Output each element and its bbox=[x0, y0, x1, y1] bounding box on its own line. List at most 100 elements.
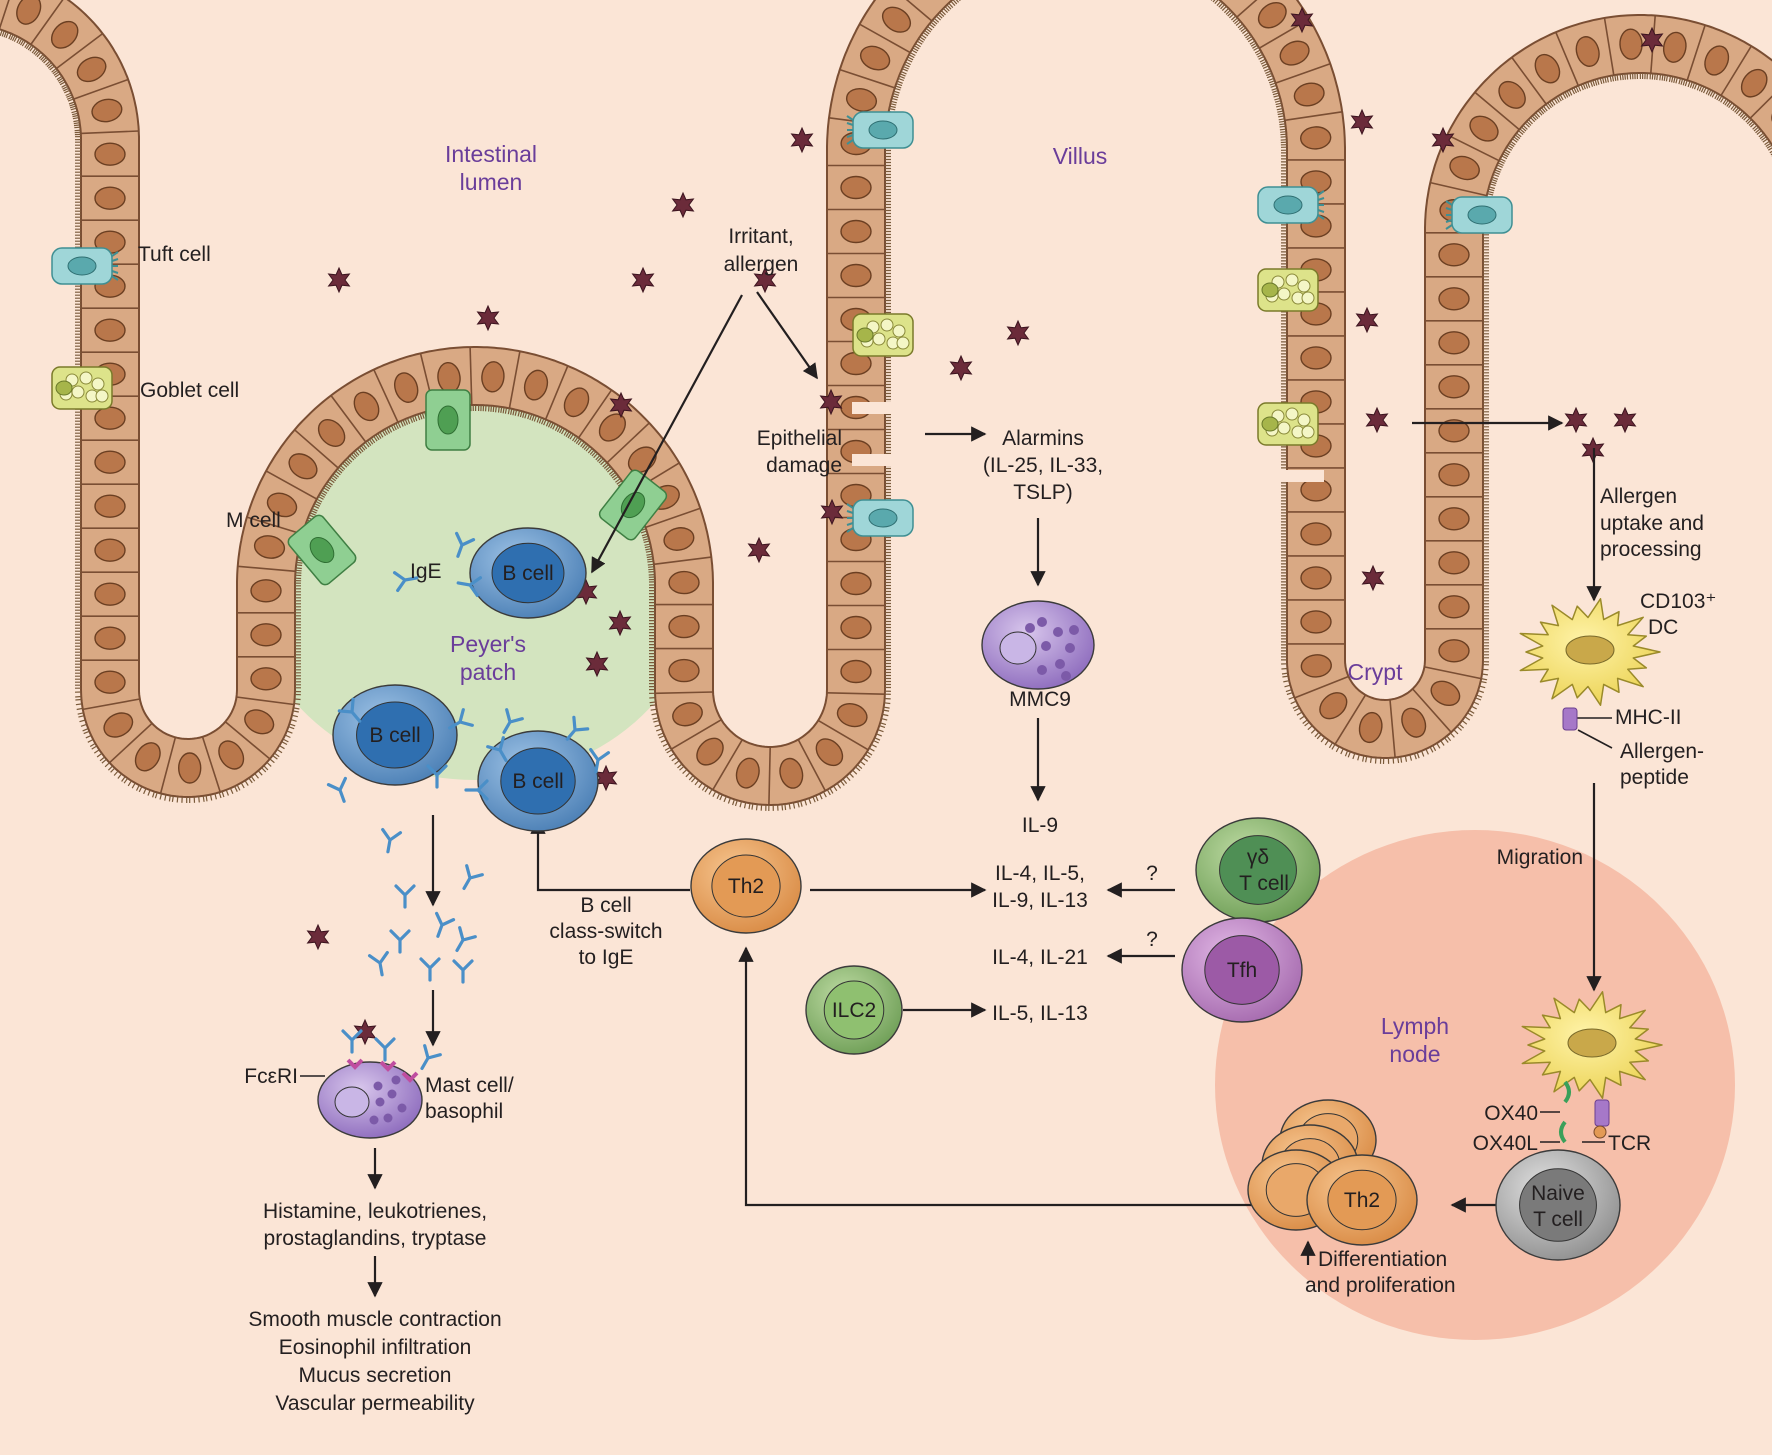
b-cell-1-label: B cell bbox=[369, 724, 420, 747]
mast-cell-label-2: basophil bbox=[425, 1100, 503, 1123]
goblet-cell-villus-right-1 bbox=[1257, 268, 1319, 312]
tfh-cell: Tfh bbox=[1181, 917, 1303, 1023]
tuft-cell-left bbox=[51, 247, 119, 285]
ox40-icon bbox=[1559, 1080, 1571, 1144]
label-leaders bbox=[300, 717, 1613, 1143]
il5-13-label: IL-5, IL-13 bbox=[992, 1002, 1088, 1025]
b-cell-ige: B cell bbox=[469, 527, 587, 619]
allergen-icon bbox=[1564, 406, 1588, 434]
allergen-icon bbox=[1640, 26, 1664, 54]
peyers-label-2: patch bbox=[460, 659, 516, 685]
allergen-icon bbox=[820, 498, 844, 526]
allergen-icon bbox=[631, 266, 655, 294]
region-labels: Intestinal lumen Villus Crypt Peyer's pa… bbox=[445, 141, 1449, 1067]
cd103-dendritic-cell bbox=[1519, 598, 1661, 706]
ige-antibody-icon bbox=[326, 776, 347, 803]
allergen-icon bbox=[671, 191, 695, 219]
allergen-icon bbox=[353, 1018, 377, 1046]
alarmins-label-1: Alarmins bbox=[1002, 427, 1084, 450]
ige-antibody-icon bbox=[374, 1037, 396, 1062]
uptake-label-3: processing bbox=[1600, 538, 1702, 561]
gamma-delta-label: γδ bbox=[1247, 846, 1269, 869]
mediators-label-2: prostaglandins, tryptase bbox=[264, 1227, 487, 1250]
svg-text:Intestinal: Intestinal bbox=[445, 141, 537, 167]
th2-cell-lymph-label: Th2 bbox=[1344, 1189, 1380, 1212]
uptake-label-2: uptake and bbox=[1600, 512, 1704, 535]
tcr-icon bbox=[1593, 1125, 1607, 1139]
allergen-icon bbox=[1431, 126, 1455, 154]
allergen-icon bbox=[585, 650, 609, 678]
allergen-icon bbox=[1613, 406, 1637, 434]
ige-antibody-icon bbox=[420, 1044, 442, 1070]
irritant-label-2: allergen bbox=[724, 253, 799, 276]
effect-4: Vascular permeability bbox=[275, 1392, 475, 1415]
mhc-ii-icon bbox=[1562, 707, 1578, 731]
ige-label: IgE bbox=[410, 560, 442, 583]
th2-cell: Th2 bbox=[690, 838, 802, 934]
il4-5-9-13-label-1: IL-4, IL-5, bbox=[995, 862, 1085, 885]
allergen-icon bbox=[476, 304, 500, 332]
tcr-label: TCR bbox=[1608, 1132, 1651, 1155]
lymph-label-1: Lymph bbox=[1381, 1013, 1449, 1039]
ige-antibody-icon bbox=[419, 957, 441, 982]
allergen-icon bbox=[949, 354, 973, 382]
fceri-receptor-icon bbox=[401, 1071, 419, 1083]
b-cell-1: B cell bbox=[332, 684, 458, 786]
ige-antibody-icon bbox=[389, 929, 411, 954]
lumen-label-1: Intestinal bbox=[445, 141, 537, 167]
effect-1: Smooth muscle contraction bbox=[248, 1308, 501, 1331]
epithelium bbox=[0, 0, 1772, 812]
question-mark-1: ? bbox=[1146, 862, 1158, 885]
differentiation-label-1: Differentiation bbox=[1318, 1248, 1447, 1271]
tuft-cell-damage bbox=[846, 499, 914, 537]
ige-antibodies bbox=[326, 531, 611, 1070]
allergen-icon bbox=[594, 764, 618, 792]
mast-cell bbox=[317, 1058, 423, 1139]
fceri-label: FcεRI bbox=[244, 1065, 298, 1088]
ige-antibody-icon bbox=[455, 926, 477, 952]
tuft-cell-right bbox=[1257, 186, 1325, 224]
mast-cell-label-1: Mast cell/ bbox=[425, 1074, 514, 1097]
allergen-icon bbox=[1290, 6, 1314, 34]
fceri-receptor-icon bbox=[346, 1058, 364, 1070]
allergen-icon bbox=[1006, 319, 1030, 347]
naive-t-cell-label-1: Naive bbox=[1531, 1182, 1585, 1205]
mhc-label: MHC-II bbox=[1615, 706, 1682, 729]
lumen-label-2: lumen bbox=[460, 169, 523, 195]
goblet-cell-label: Goblet cell bbox=[140, 379, 239, 402]
effect-2: Eosinophil infiltration bbox=[279, 1336, 472, 1359]
il9-label: IL-9 bbox=[1022, 814, 1058, 837]
ige-antibody-icon bbox=[452, 959, 474, 984]
goblet-cell-left bbox=[51, 366, 113, 410]
differentiation-label-2: and proliferation bbox=[1305, 1274, 1456, 1297]
m-cell-1 bbox=[287, 514, 357, 586]
svg-text:lumen: lumen bbox=[460, 169, 523, 195]
tuft-cell-crypt bbox=[1445, 196, 1513, 234]
allergen-icon bbox=[819, 388, 843, 416]
allergen-particles bbox=[306, 6, 1664, 1046]
tuft-cell-label: Tuft cell bbox=[138, 243, 211, 266]
allergen-icon bbox=[1361, 564, 1385, 592]
tuft-cell-villus bbox=[846, 111, 914, 149]
ige-antibody-icon bbox=[456, 576, 483, 598]
cd103-label-2: DC bbox=[1648, 616, 1678, 639]
allergen-icon bbox=[608, 609, 632, 637]
fceri-receptor-icon bbox=[379, 1060, 397, 1072]
specialized-epithelial-cells bbox=[51, 111, 1513, 586]
allergen-icon bbox=[753, 266, 777, 294]
question-mark-2: ? bbox=[1146, 928, 1158, 951]
goblet-cell-villus-right-2 bbox=[1257, 402, 1319, 446]
allergen-icon bbox=[609, 391, 633, 419]
naive-t-cell-label-2: T cell bbox=[1533, 1208, 1583, 1231]
ige-antibody-icon bbox=[455, 531, 476, 558]
il4-21-label: IL-4, IL-21 bbox=[992, 946, 1088, 969]
ige-antibody-icon bbox=[462, 864, 484, 890]
lymph-label-2: node bbox=[1389, 1041, 1440, 1067]
ige-antibody-icon bbox=[392, 571, 419, 593]
goblet-cell-villus bbox=[852, 313, 914, 357]
m-cell-label: M cell bbox=[226, 509, 281, 532]
ige-antibody-icon bbox=[381, 827, 403, 854]
b-cell-2: B cell bbox=[477, 730, 599, 832]
class-switch-label-3: to IgE bbox=[579, 946, 634, 969]
